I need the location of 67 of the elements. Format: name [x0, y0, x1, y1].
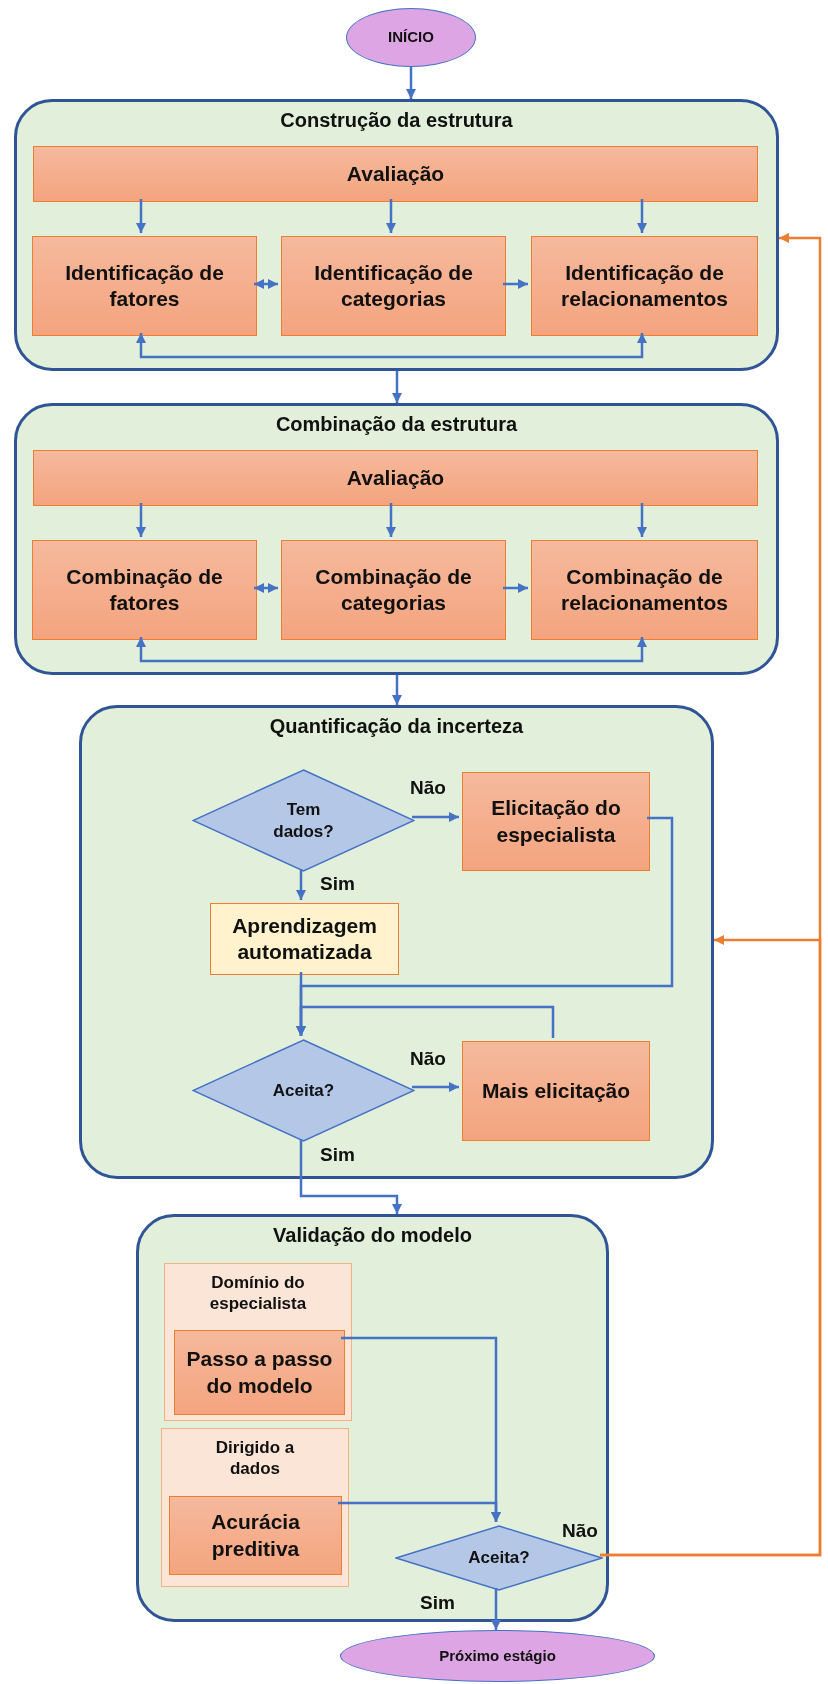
process-box [281, 236, 506, 336]
node-text: Mais elicitação [481, 1077, 631, 1104]
process-box [169, 1496, 342, 1575]
arrow [136, 199, 146, 233]
arrow [296, 869, 306, 900]
arrow [503, 583, 528, 593]
node-text: Aceita? [468, 1547, 530, 1569]
process-box [531, 236, 758, 336]
process-box [281, 540, 506, 640]
arrow [136, 503, 146, 537]
arrow [600, 935, 822, 1557]
node-text: Aceita? [272, 1079, 335, 1102]
process-box [462, 772, 650, 871]
node-text: Combinação de categorias [314, 563, 473, 616]
group-title: Dirigido a dados [214, 1437, 296, 1480]
arrow [136, 333, 647, 359]
stage-panel [14, 403, 779, 675]
arrow [637, 503, 647, 537]
process-box [32, 236, 257, 336]
group-title: Validação do modelo [272, 1223, 473, 1248]
decision-diamond [395, 1525, 603, 1591]
category-panel [164, 1263, 352, 1421]
group-title: Combinação da estrutura [274, 412, 519, 437]
category-panel [161, 1428, 349, 1587]
node-text: Identificação de categorias [313, 259, 474, 312]
process-box [531, 540, 758, 640]
arrow [296, 1005, 555, 1038]
stage-panel [79, 705, 714, 1179]
arrow [406, 67, 416, 99]
node-text: Avaliação [346, 160, 445, 187]
node-text: Avaliação [346, 464, 445, 491]
arrow [491, 1588, 501, 1630]
arrow [299, 1139, 402, 1214]
arrow [136, 637, 647, 663]
node-text: Tem dados? [272, 799, 335, 842]
node-text: Elicitação do especialista [490, 795, 622, 848]
arrow [338, 1501, 501, 1522]
arrow [412, 812, 459, 822]
node-text: Aprendizagem automatizada [231, 912, 378, 965]
stage-panel [136, 1214, 609, 1622]
group-title: Domínio do especialista [208, 1272, 308, 1315]
process-box [32, 540, 257, 640]
arrow [254, 279, 278, 289]
node-text: Próximo estágio [439, 1646, 556, 1666]
node-text: Acurácia preditiva [210, 1509, 301, 1562]
node-text: Combinação de relacionamentos [560, 563, 729, 616]
process-box [33, 450, 758, 506]
node-text: Identificação de fatores [64, 259, 225, 312]
node-text: Identificação de relacionamentos [560, 259, 729, 312]
node-text: Passo a passo do modelo [185, 1346, 334, 1399]
stage-panel [14, 99, 779, 371]
process-box [210, 903, 399, 975]
arrow [386, 503, 396, 537]
process-box [174, 1330, 345, 1415]
arrow [392, 675, 402, 705]
process-box [462, 1041, 650, 1141]
group-title: Quantificação da incerteza [268, 714, 525, 739]
group-title: Construção da estrutura [279, 108, 514, 133]
process-box [33, 146, 758, 202]
node-text: INÍCIO [388, 28, 434, 47]
arrow [386, 199, 396, 233]
node-text: Combinação de fatores [65, 563, 224, 616]
arrow [392, 371, 402, 403]
arrow [637, 199, 647, 233]
arrow [503, 279, 528, 289]
arrow [254, 583, 278, 593]
arrow [412, 1082, 459, 1092]
